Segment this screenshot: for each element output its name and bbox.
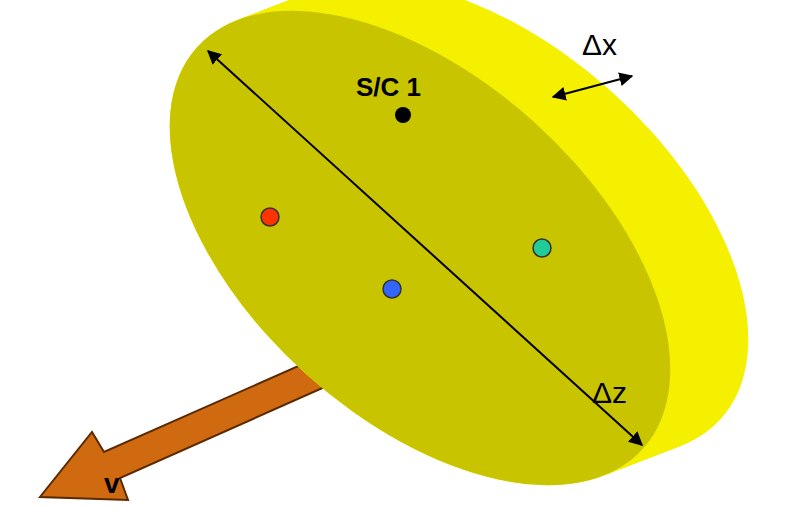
spacecraft-1: [395, 107, 411, 123]
disk-side: [83, 0, 789, 509]
velocity-label: v: [104, 470, 120, 498]
spacecraft-2: [261, 208, 279, 226]
spacecraft-3: [383, 280, 401, 298]
spacecraft-4: [533, 239, 551, 257]
disk-face: [83, 0, 756, 509]
disk-side-slice: [83, 0, 756, 509]
dx-dimension: [553, 76, 632, 97]
dimension-label: Δx: [582, 30, 617, 60]
dimension-label: Δz: [592, 378, 627, 408]
velocity-arrow: [40, 352, 345, 500]
dz-dimension: [208, 51, 642, 445]
spacecraft-label: S/C 1: [356, 74, 421, 100]
